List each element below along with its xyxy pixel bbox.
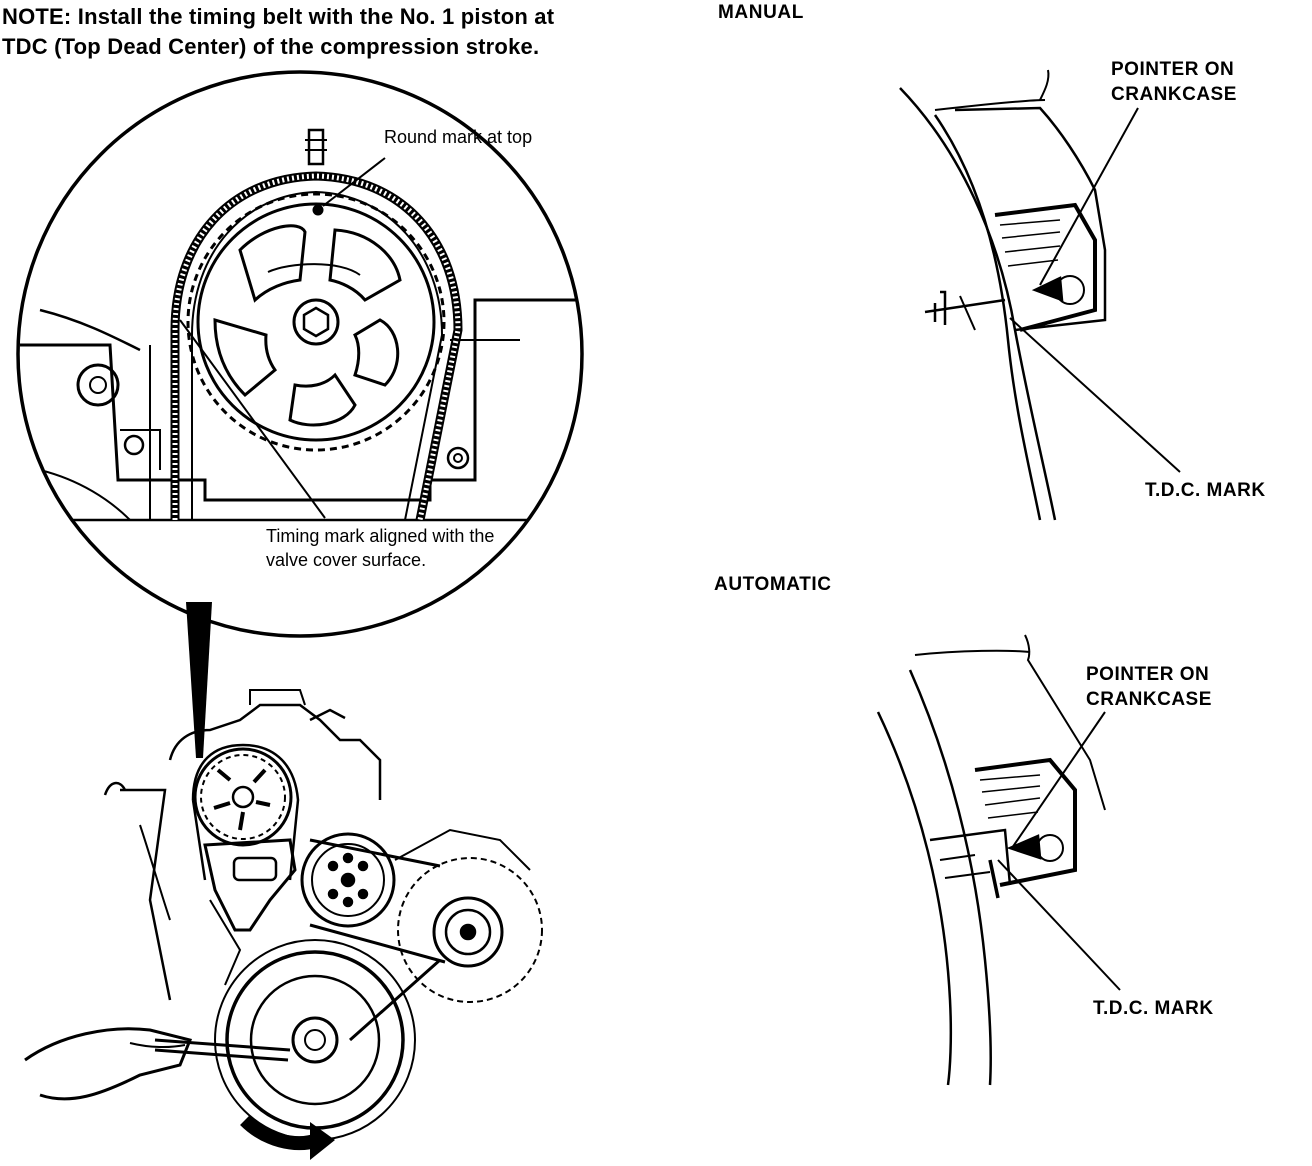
note-line-1: NOTE: Install the timing belt with the N… <box>2 4 555 29</box>
manual-tdc-detail <box>900 70 1180 520</box>
automatic-heading: AUTOMATIC <box>714 574 832 595</box>
engine-front-view <box>25 690 542 1160</box>
automatic-tdc-label: T.D.C. MARK <box>1093 998 1214 1019</box>
note-line-2: TDC (Top Dead Center) of the compression… <box>2 34 540 59</box>
timing-mark-callout-line-2: valve cover surface. <box>266 550 427 570</box>
manual-pointer-label-line-1: POINTER ON <box>1111 59 1235 80</box>
manual-tdc-label: T.D.C. MARK <box>1145 480 1266 501</box>
magnified-camshaft-view <box>18 72 600 636</box>
manual-pointer-label-line-2: CRANKCASE <box>1111 84 1237 105</box>
round-mark-callout: Round mark at top <box>384 127 533 147</box>
manual-heading: MANUAL <box>718 2 804 23</box>
automatic-pointer-label-line-2: CRANKCASE <box>1086 689 1212 710</box>
automatic-tdc-detail <box>878 635 1120 1085</box>
automatic-pointer-label-line-1: POINTER ON <box>1086 664 1210 685</box>
timing-mark-callout-line-1: Timing mark aligned with the <box>266 526 495 546</box>
magnifier-pointer <box>186 602 212 758</box>
